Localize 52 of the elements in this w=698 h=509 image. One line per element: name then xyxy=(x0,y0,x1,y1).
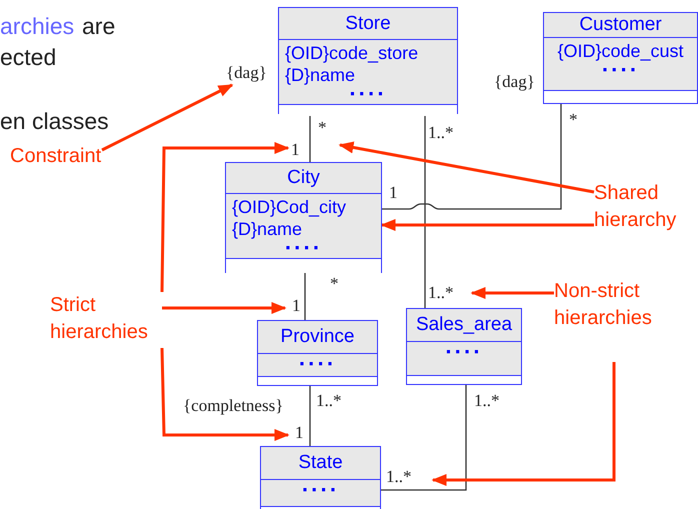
annotation-text: Non-strict hierarchies xyxy=(554,278,654,332)
arrow xyxy=(380,219,594,231)
multiplicity: * xyxy=(318,118,326,138)
class-name: State xyxy=(298,452,343,474)
multiplicity: * xyxy=(569,110,578,130)
class-name: Sales_area xyxy=(416,314,512,336)
multiplicity: 1..* xyxy=(316,391,342,411)
class-name: Province xyxy=(280,326,354,348)
class-box xyxy=(543,12,698,104)
heading-text: ected xyxy=(0,44,56,71)
multiplicity: 1..* xyxy=(474,391,500,411)
class-name: Customer xyxy=(579,14,662,36)
class-box xyxy=(257,320,378,386)
heading-text: are xyxy=(82,13,116,40)
class-name: City xyxy=(287,167,320,189)
multiplicity: * xyxy=(330,274,338,294)
arrow xyxy=(101,84,234,152)
class-box xyxy=(260,446,381,509)
association-line xyxy=(309,114,311,162)
class-box xyxy=(406,308,522,385)
heading-text: archies xyxy=(0,13,74,40)
multiplicity: 1 xyxy=(291,140,300,160)
arrow xyxy=(338,142,594,194)
ellipsis-text: ···· xyxy=(302,477,340,502)
association-line xyxy=(309,386,311,446)
ellipsis-text: ···· xyxy=(445,339,483,364)
multiplicity: 1..* xyxy=(386,467,412,487)
arrow xyxy=(160,142,290,292)
multiplicity: 1..* xyxy=(428,283,454,303)
constraint-text: {completness} xyxy=(183,396,284,416)
association-line xyxy=(382,104,562,210)
association-line xyxy=(381,385,467,491)
annotation-text: Strict hierarchies xyxy=(50,292,162,346)
arrow xyxy=(470,287,554,299)
association-line xyxy=(304,273,306,320)
class-name: Store xyxy=(345,12,391,34)
class-box xyxy=(225,162,382,273)
arrow xyxy=(162,302,286,314)
association-line xyxy=(424,114,426,308)
heading-text: en classes xyxy=(0,108,109,135)
multiplicity: 1 xyxy=(295,423,304,443)
class-box xyxy=(278,7,458,114)
constraint-text: {dag} xyxy=(494,72,535,92)
annotation-text: Shared hierarchy xyxy=(594,180,678,234)
arrow xyxy=(432,362,616,486)
arrow xyxy=(160,348,290,441)
constraint-text: {dag} xyxy=(226,63,267,83)
multiplicity: 1 xyxy=(389,183,398,203)
multiplicity: 1..* xyxy=(428,123,454,143)
multiplicity: 1 xyxy=(292,296,300,316)
annotation-text: Constraint xyxy=(10,143,102,170)
ellipsis-text: ···· xyxy=(298,351,336,376)
